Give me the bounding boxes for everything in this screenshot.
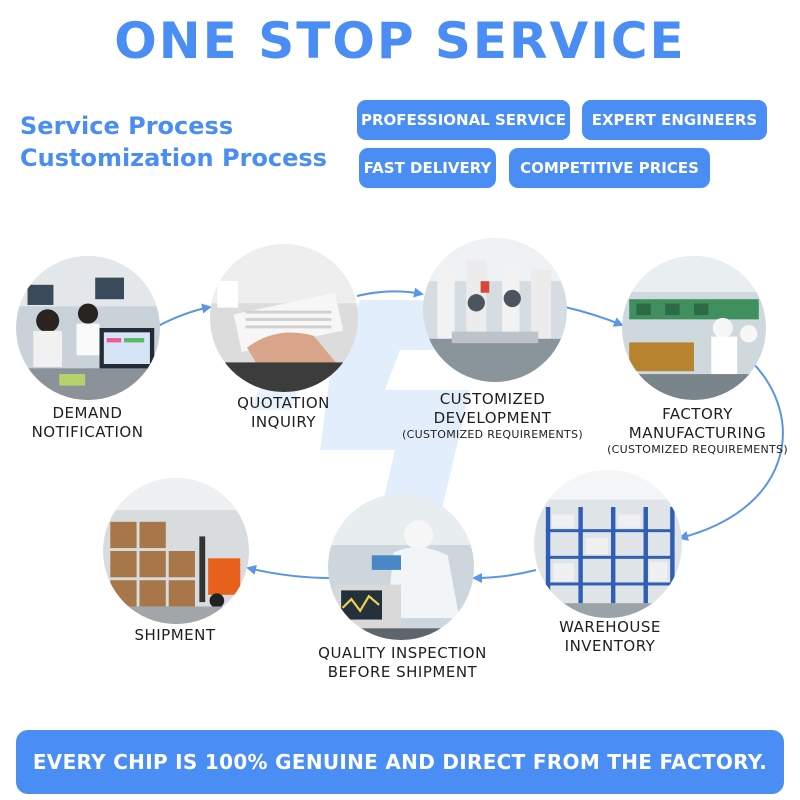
subtitle-service-process: Service Process [20,112,234,140]
page-title: ONE STOP SERVICE [114,12,686,70]
tag-professional-service: PROFESSIONAL SERVICE [357,100,570,140]
subtitle-customization-process: Customization Process [20,144,327,172]
step-label-factory-manufacturing: FACTORY MANUFACTURING (CUSTOMIZED REQUIR… [595,405,800,457]
step-label-line: INQUIRY [251,413,316,431]
step-label-line: QUALITY INSPECTION [318,644,487,662]
step-label-line: SHIPMENT [134,626,216,644]
tag-fast-delivery: FAST DELIVERY [359,148,496,188]
step-label-line: MANUFACTURING [628,424,767,442]
photo-quotation-inquiry [210,244,358,392]
step-label-warehouse-inventory: WAREHOUSE INVENTORY [525,618,695,656]
photo-demand-notification [16,256,160,400]
photo-shipment [103,478,249,624]
step-label-note: (CUSTOMIZED REQUIREMENTS) [607,443,788,456]
photo-factory-manufacturing [622,256,766,400]
flow-arrow-1 [157,303,212,327]
photo-warehouse-inventory [534,470,682,618]
step-label-line: QUOTATION [237,394,330,412]
footer-banner: EVERY CHIP IS 100% GENUINE AND DIRECT FR… [16,730,784,794]
step-label-quotation-inquiry: QUOTATION INQUIRY [196,394,371,432]
step-label-demand-notification: DEMAND NOTIFICATION [0,404,175,442]
step-label-line: FACTORY [662,405,733,423]
flow-arrow-3 [564,306,624,327]
flow-arrow-4 [678,361,784,541]
step-label-note: (CUSTOMIZED REQUIREMENTS) [402,428,583,441]
photo-quality-inspection [328,494,474,640]
step-label-shipment: SHIPMENT [95,626,255,645]
step-label-line: WAREHOUSE [559,618,661,636]
tag-expert-engineers: EXPERT ENGINEERS [582,100,767,140]
step-label-quality-inspection: QUALITY INSPECTION BEFORE SHIPMENT [300,644,505,682]
flow-arrow-6 [246,564,331,579]
step-label-customized-development: CUSTOMIZED DEVELOPMENT (CUSTOMIZED REQUI… [385,390,600,442]
flow-arrow-5 [472,569,537,583]
step-label-line: DEVELOPMENT [433,409,552,427]
step-label-line: BEFORE SHIPMENT [327,663,478,681]
step-label-line: INVENTORY [564,637,656,655]
step-label-line: NOTIFICATION [31,423,144,441]
flow-arrow-2 [356,287,424,298]
step-label-line: CUSTOMIZED [439,390,546,408]
tag-competitive-prices: COMPETITIVE PRICES [509,148,710,188]
photo-customized-development [423,238,567,382]
step-label-line: DEMAND [52,404,123,422]
